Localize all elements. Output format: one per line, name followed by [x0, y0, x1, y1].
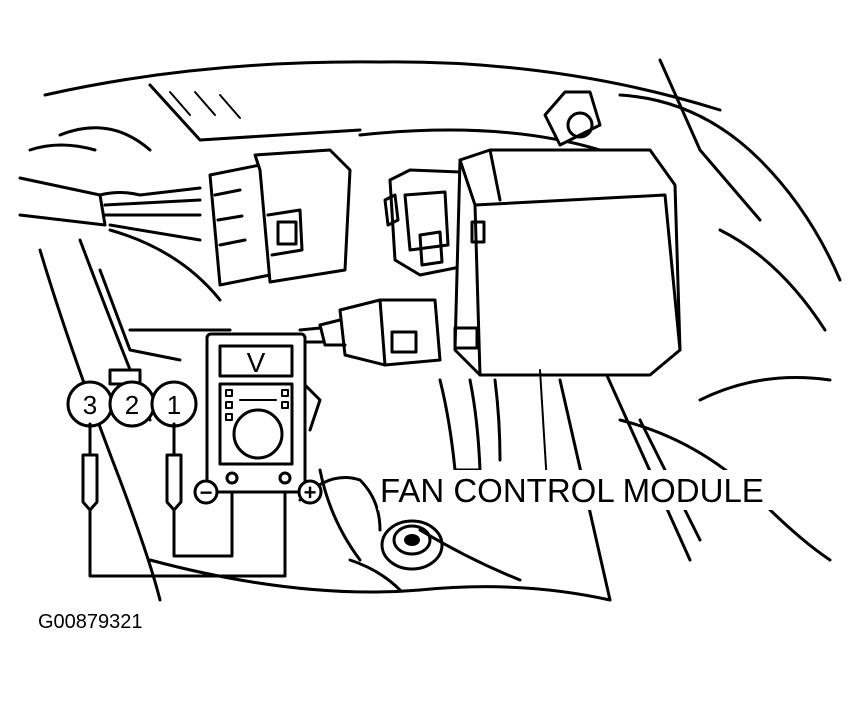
pin-1-label: 1 — [167, 390, 181, 420]
figure-id: G00879321 — [38, 611, 143, 633]
wire-harness — [18, 176, 202, 242]
fan-control-module — [453, 90, 682, 377]
rubber-grommet — [380, 519, 444, 571]
fan-control-module-label: FAN CONTROL MODULE — [380, 472, 764, 509]
three-pin-connector: 3 2 1 — [66, 368, 198, 428]
negative-terminal-icon — [193, 479, 219, 505]
harness-connector-left — [208, 148, 352, 287]
multimeter: V − + — [193, 332, 323, 505]
meter-v-jack — [278, 471, 292, 485]
meter-dial — [232, 408, 284, 460]
pin-2-label: 2 — [125, 390, 139, 420]
callout-label-bg — [378, 470, 804, 510]
negative-terminal-symbol: − — [200, 480, 213, 505]
test-probes — [81, 422, 183, 512]
positive-terminal-icon — [297, 479, 323, 505]
meter-leads — [88, 480, 287, 578]
pin-3-label: 3 — [83, 390, 97, 420]
meter-com-jack — [225, 471, 239, 485]
meter-display-symbol: V — [247, 347, 266, 378]
positive-terminal-symbol: + — [304, 480, 317, 505]
